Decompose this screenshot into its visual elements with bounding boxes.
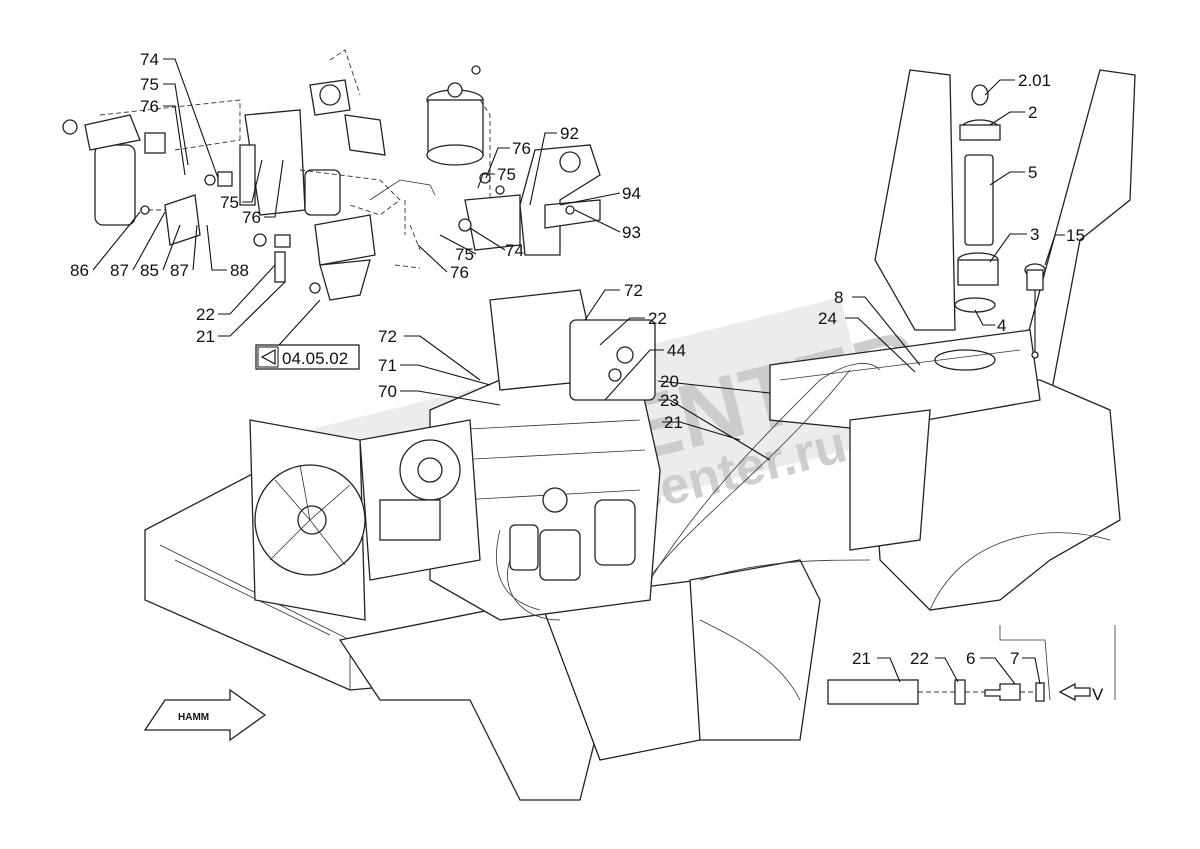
callout-75: 75 (497, 165, 516, 184)
leader-lines (92, 58, 1065, 685)
callout-71: 71 (378, 356, 397, 375)
callout-2: 2 (1028, 103, 1037, 122)
callout-3: 3 (1030, 225, 1039, 244)
callout-92: 92 (560, 124, 579, 143)
hamm-arrow-logo: HAMM (143, 688, 267, 742)
page-reference[interactable]: 04.05.02 (255, 344, 360, 370)
callout-24: 24 (818, 309, 837, 328)
machine-frame (144, 69, 1136, 801)
callout-76: 76 (512, 139, 531, 158)
callout-72: 72 (624, 281, 643, 300)
callout-93: 93 (622, 223, 641, 242)
callout-44: 44 (667, 341, 686, 360)
callout-74: 74 (505, 241, 524, 260)
callout-87: 87 (170, 261, 189, 280)
callout-4: 4 (997, 316, 1006, 335)
callout-5: 5 (1028, 163, 1037, 182)
callout-22: 22 (910, 649, 929, 668)
callout-87: 87 (110, 261, 129, 280)
callout-2-01: 2.01 (1018, 71, 1051, 90)
callout-75: 75 (140, 75, 159, 94)
callout-21: 21 (664, 413, 683, 432)
callout-94: 94 (622, 184, 641, 203)
callout-21: 21 (196, 327, 215, 346)
page-link-icon (260, 348, 276, 366)
drain-valve-detail: V (827, 625, 1116, 705)
page-reference-text: 04.05.02 (282, 349, 348, 368)
view-marker-text: V (1092, 685, 1104, 704)
callout-76: 76 (140, 97, 159, 116)
callout-22: 22 (648, 309, 667, 328)
hamm-logo-text: HAMM (178, 712, 209, 723)
callout-labels: 74 75 76 75 76 86 87 85 87 88 22 21 92 7… (70, 50, 1085, 668)
callout-15: 15 (1066, 226, 1085, 245)
callout-70: 70 (378, 382, 397, 401)
callout-76: 76 (450, 263, 469, 282)
engine-assembly (249, 289, 661, 621)
callout-22: 22 (196, 305, 215, 324)
callout-74: 74 (140, 50, 159, 69)
callout-75: 75 (455, 245, 474, 264)
callout-20: 20 (660, 372, 679, 391)
callout-23: 23 (660, 391, 679, 410)
callout-21: 21 (852, 649, 871, 668)
callout-6: 6 (966, 649, 975, 668)
callout-76: 76 (242, 208, 261, 227)
callout-85: 85 (140, 261, 159, 280)
callout-72: 72 (378, 327, 397, 346)
callout-75: 75 (220, 193, 239, 212)
fuel-filter-exploded (62, 49, 601, 301)
callout-8: 8 (834, 288, 843, 307)
callout-86: 86 (70, 261, 89, 280)
callout-7: 7 (1010, 649, 1019, 668)
callout-88: 88 (230, 261, 249, 280)
